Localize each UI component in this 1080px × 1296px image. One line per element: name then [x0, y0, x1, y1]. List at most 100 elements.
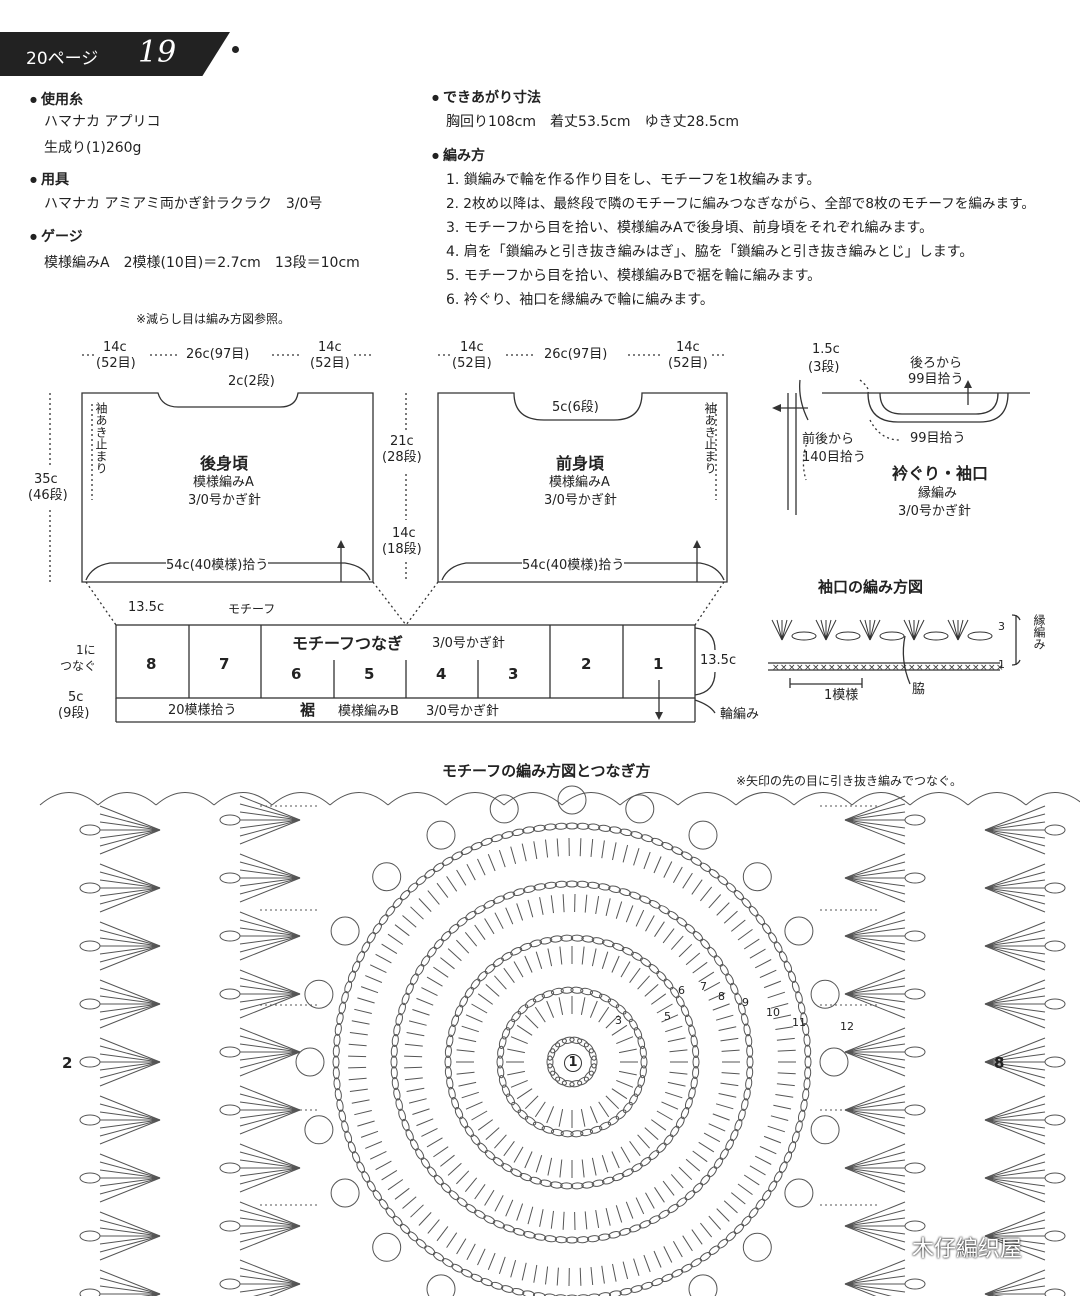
lace-stitch [492, 957, 504, 968]
lace-stitch [741, 1098, 749, 1111]
lace-stitch [616, 1079, 634, 1088]
lace-stitch [348, 1055, 367, 1058]
lace-stitch [844, 1283, 877, 1296]
motif-cell-2: 2 [581, 655, 592, 673]
lace-stitch [446, 876, 458, 892]
lace-stitch [844, 1109, 906, 1127]
lace-stitch [768, 1180, 778, 1193]
lace-stitch [762, 1189, 772, 1202]
lace-stitch [494, 1195, 504, 1212]
lace-stitch [791, 980, 800, 994]
lace-stitch [365, 975, 383, 983]
lace-stitch [967, 792, 1027, 806]
lace-stitch [456, 1238, 467, 1255]
back-pickup-label: 54c(40模様)拾う [166, 558, 269, 575]
cuff-stitch-fan [957, 619, 969, 641]
lace-stitch [904, 1046, 926, 1058]
lace-stitch [239, 853, 301, 879]
lace-stitch [708, 868, 720, 879]
lace-stitch [667, 1037, 686, 1043]
lace-stitch [505, 1199, 514, 1217]
lace-stitch [456, 939, 470, 954]
edge-width-rows: (3段) [808, 360, 840, 375]
lace-stitch [984, 1235, 1046, 1261]
lace-stitch [768, 931, 778, 944]
lace-stitch [612, 1263, 617, 1282]
lace-stitch [625, 794, 655, 824]
cuff-stitch-x: × [948, 663, 956, 673]
lace-stitch [549, 1181, 563, 1189]
lace-stitch [844, 977, 906, 995]
back-width-right-rows: (52目) [310, 356, 350, 371]
lace-stitch [591, 948, 597, 967]
lace-stitch [239, 877, 301, 903]
lace-stitch [433, 938, 444, 950]
lace-stitch [502, 891, 516, 900]
lace-stitch [644, 1127, 659, 1140]
lace-stitch [793, 792, 853, 806]
lace-stitch [99, 1235, 161, 1253]
front-armhole-label: 袖あき止まり [703, 402, 717, 474]
lace-stitch [239, 1051, 301, 1069]
lace-stitch [608, 1231, 621, 1239]
lace-stitch [810, 979, 840, 1009]
lace-stitch [375, 953, 392, 964]
cuff-stitch-fan [820, 619, 827, 641]
lace-stitch [501, 951, 513, 961]
lace-stitch [699, 1252, 712, 1262]
lace-stitch [393, 1023, 401, 1037]
lace-stitch [984, 1235, 1046, 1245]
lace-stitch [219, 988, 241, 1000]
lace-stitch [440, 1182, 452, 1194]
lace-stitch [99, 813, 161, 831]
round-label: 9 [742, 996, 749, 1009]
cuff-stitch-fan [825, 619, 837, 641]
lace-stitch [440, 957, 455, 970]
front-body-hook: 3/0号かぎ針 [544, 493, 617, 508]
lace-stitch [715, 1103, 734, 1110]
armhole-depth-rows: (28段) [382, 450, 422, 465]
lace-stitch [239, 935, 301, 953]
lace-stitch [663, 861, 673, 878]
lace-stitch [219, 1162, 241, 1174]
lace-stitch [804, 1055, 812, 1069]
lace-stitch [351, 1151, 361, 1164]
lace-stitch [387, 792, 447, 806]
lace-stitch [637, 1075, 646, 1088]
lace-stitch [587, 881, 600, 889]
lace-stitch [99, 1219, 161, 1237]
lace-stitch [721, 1072, 740, 1075]
lace-stitch [465, 1203, 477, 1214]
lace-stitch [718, 1026, 737, 1031]
lace-stitch [446, 1076, 454, 1090]
lace-stitch [433, 966, 449, 978]
cuff-stitch-x: × [836, 663, 844, 673]
lace-stitch [268, 1283, 301, 1296]
lace-stitch [984, 1219, 1046, 1237]
lace-stitch [239, 1267, 301, 1285]
lace-stitch [844, 1109, 906, 1119]
lace-stitch [637, 1036, 646, 1049]
lace-stitch [239, 1225, 301, 1235]
lace-stitch [459, 1116, 469, 1129]
cuff-row-1: 1 [998, 658, 1005, 671]
lace-stitch [775, 1094, 794, 1098]
lace-stitch [99, 1177, 161, 1203]
lace-stitch [511, 1101, 522, 1113]
lace-stitch [678, 1166, 693, 1181]
method-step: 4. 肩を「鎖編みと引き抜き編みはぎ」、脇を「鎖編みと引き抜き編みとじ」します。 [446, 244, 974, 260]
cuff-stitch-x: × [956, 663, 964, 673]
lace-stitch [239, 969, 301, 995]
lace-stitch [402, 1196, 417, 1209]
lace-stitch [810, 1115, 840, 1145]
lace-stitch [656, 1110, 673, 1121]
lace-stitch [99, 987, 161, 1005]
lace-stitch [99, 1169, 161, 1179]
lace-stitch [576, 1294, 590, 1296]
lace-stitch [773, 1014, 792, 1020]
lace-stitch [404, 1077, 423, 1081]
front-width-mid: 26c(97目) [544, 347, 608, 362]
lace-stitch [713, 955, 724, 967]
lace-stitch [239, 1167, 301, 1177]
lace-stitch [773, 1104, 792, 1110]
